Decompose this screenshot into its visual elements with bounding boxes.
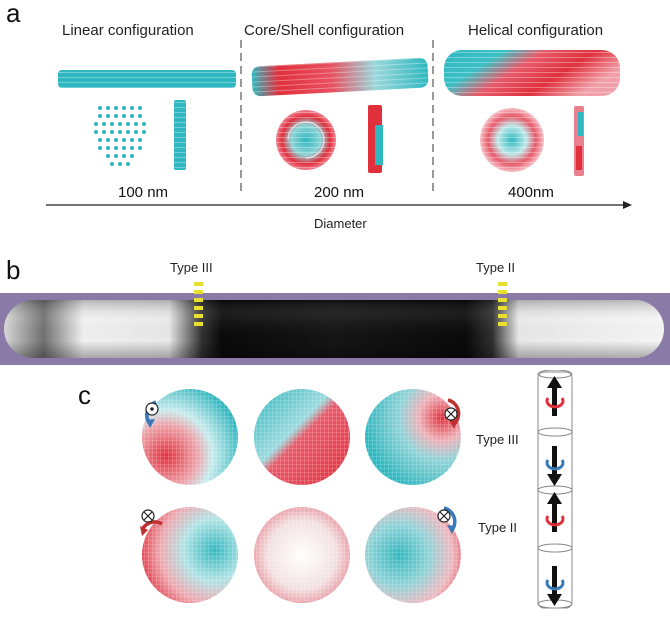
panel-c-figure	[140, 370, 573, 609]
helical-config-title: Helical configuration	[468, 22, 604, 39]
panel-c-letter: c	[78, 380, 91, 410]
domain-wall-marker-type-iii	[194, 282, 203, 326]
core-shell-wire	[251, 57, 429, 97]
curl-arrow-4	[545, 579, 565, 591]
curl-arrow-2	[545, 459, 565, 471]
domain-wall-marker-type-ii	[498, 282, 507, 326]
panel-a-figure	[46, 40, 632, 209]
magnetization-arrow-4	[547, 566, 562, 606]
schematic-column	[537, 370, 573, 609]
size-label-400: 400nm	[508, 184, 554, 201]
diameter-axis-arrowhead	[623, 201, 632, 209]
size-label-200: 200 nm	[314, 184, 365, 201]
type-ii-label: Type II	[478, 520, 518, 535]
linear-cross-section	[94, 106, 146, 166]
panel-b-figure	[0, 282, 670, 365]
panel-a-letter: a	[6, 0, 21, 28]
panel-b-letter: b	[6, 255, 21, 285]
curl-arrow-1	[545, 397, 565, 409]
diameter-axis-label: Diameter	[314, 216, 367, 231]
wall-label-type-ii: Type II	[476, 260, 516, 275]
curl-arrow-3	[545, 515, 565, 527]
linear-config-title: Linear configuration	[62, 22, 194, 39]
magnetization-arrow-3	[547, 492, 562, 532]
type-iii-label: Type III	[476, 432, 519, 447]
wall-label-type-iii: Type III	[170, 260, 213, 275]
helical-wire	[444, 50, 620, 96]
magnetization-arrow-2	[547, 446, 562, 486]
core-shell-config-title: Core/Shell configuration	[244, 22, 405, 39]
magnetization-arrow-1	[547, 376, 562, 416]
size-label-100: 100 nm	[118, 184, 169, 201]
